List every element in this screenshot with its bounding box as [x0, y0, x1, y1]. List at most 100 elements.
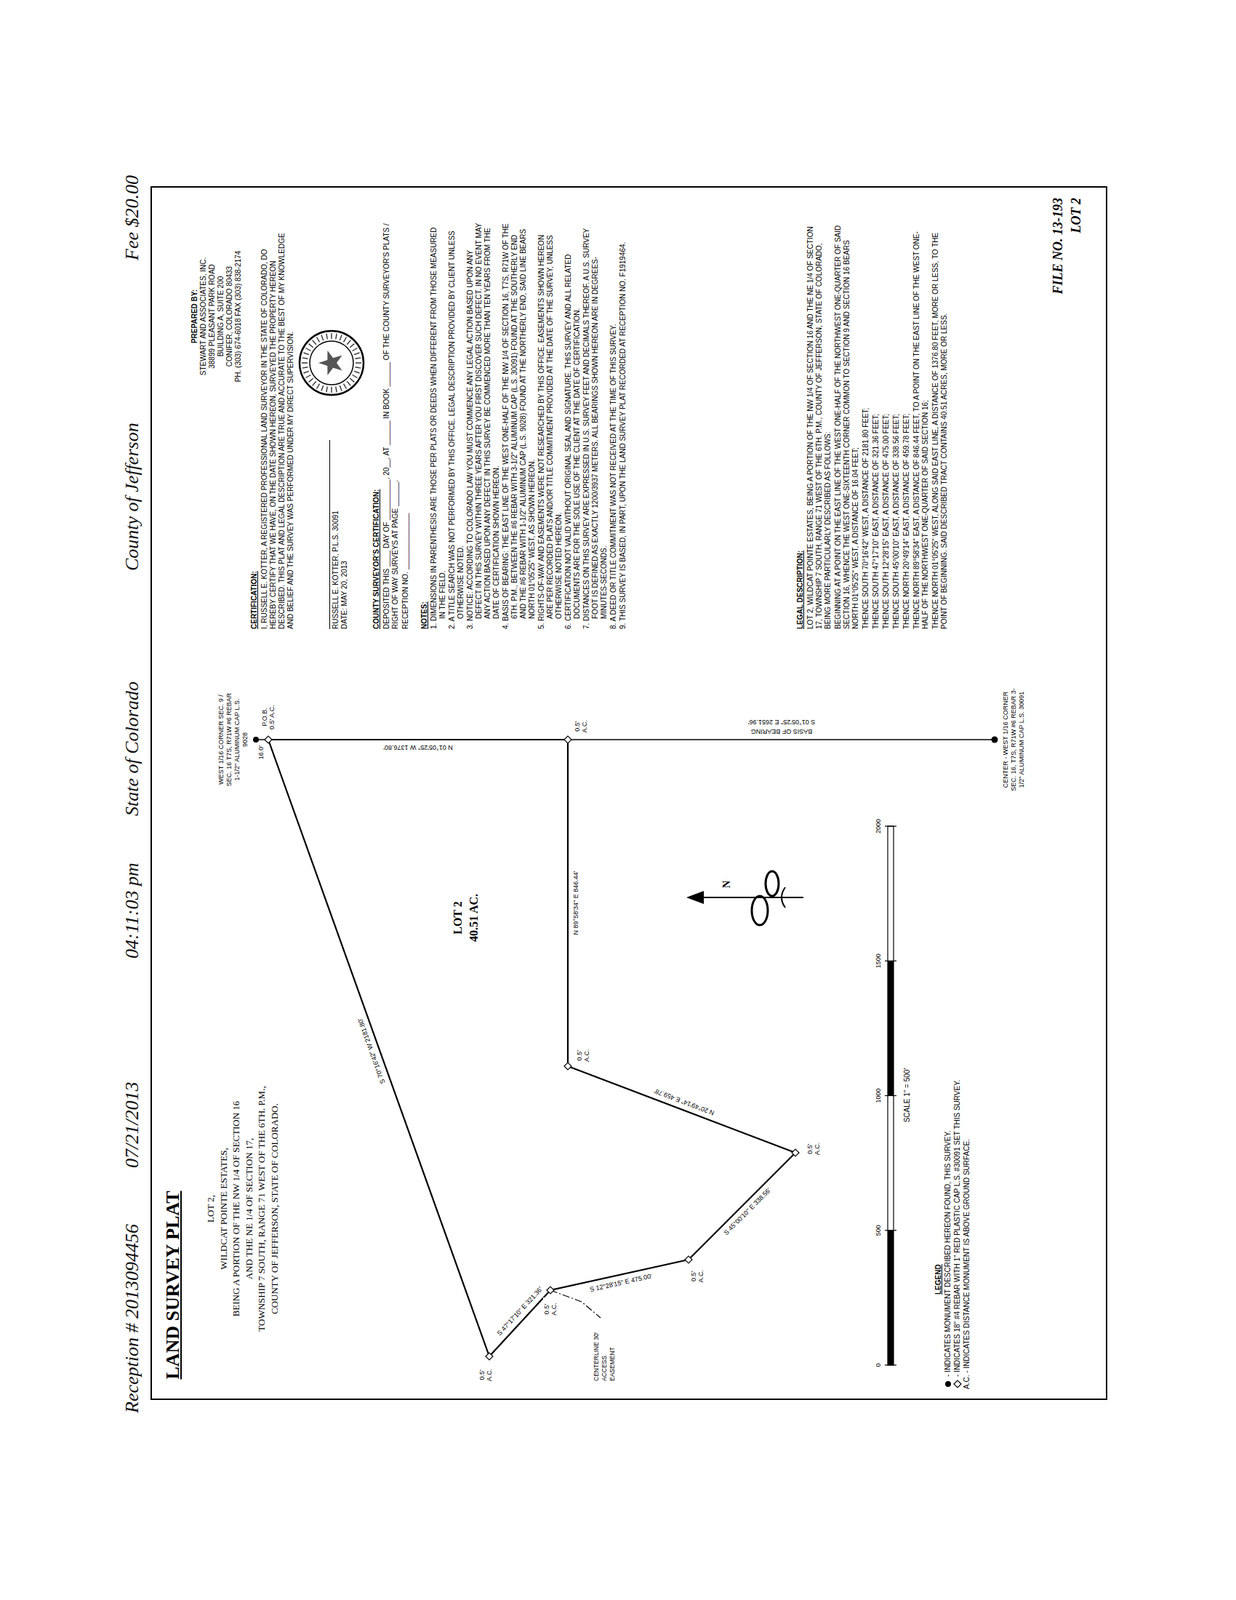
bearing-label: BASIS OF BEARING — [750, 727, 814, 736]
scale-bar — [884, 825, 897, 1365]
scale-tick-label: 0 — [874, 1361, 882, 1367]
set-monument — [485, 1352, 493, 1360]
scale-tick-label: 2000 — [874, 817, 882, 834]
seal-hatching — [321, 385, 324, 392]
signature-block: RUSSELL E. KOTTER, P.L.S. 30091DATE: MAY… — [298, 221, 365, 629]
legal-text: THENCE SOUTH 45°00'10" EAST, A DISTANCE … — [892, 221, 901, 629]
seal-hatching — [316, 336, 320, 342]
subtitle-line: LOT 2, — [205, 1194, 217, 1223]
scale-bar-segment — [887, 1230, 894, 1365]
seal-hatching — [303, 352, 309, 355]
handwritten-note: Fee $20.00 — [121, 175, 144, 261]
firm-line: PH. (303) 674-6018 FAX (303) 838-2174 — [234, 221, 243, 411]
north-arrow-flourish — [781, 887, 786, 908]
seal-hatching — [316, 383, 320, 389]
set-monument — [264, 735, 272, 744]
seal-hatching — [335, 386, 337, 392]
north-arrow — [686, 871, 804, 925]
legal-text: THENCE SOUTH 12°28'15" EAST, A DISTANCE … — [881, 221, 891, 629]
bearing-label: S 47°17'10" E 321.36' — [495, 1284, 545, 1338]
seal-hatching — [309, 378, 314, 382]
found-monument — [253, 736, 259, 743]
seal-hatching — [349, 378, 355, 382]
certification-text: DEPOSITED THIS ____ DAY OF __________, 2… — [382, 221, 400, 629]
legend-heading: LEGEND — [933, 836, 943, 1389]
seal-hatching — [352, 348, 358, 352]
seal-hatching — [305, 348, 311, 352]
easement-label: CENTERLINE 30' ACCESS EASEMENT — [592, 1324, 617, 1382]
note-item: 5. RIGHTS-OF-WAY AND EASEMENTS WERE NOT … — [537, 221, 564, 629]
monument-label: 0.5' A.C. — [543, 1297, 558, 1321]
note-item: 2. A TITLE SEARCH WAS NOT PERFORMED BY T… — [447, 221, 466, 629]
set-monument-symbol — [953, 1378, 962, 1389]
firm-line: PREPARED BY: — [190, 221, 200, 411]
sheet-border — [151, 186, 1107, 1399]
note-item: 8. A DEED OR TITLE COMMITMENT WAS NOT RE… — [609, 221, 618, 629]
seal-hatching — [354, 370, 360, 373]
seal-hatching — [335, 333, 337, 340]
seal-hatching — [354, 367, 361, 368]
seal-hatching — [303, 370, 309, 373]
north-arrow-shaft — [697, 896, 804, 898]
set-monuments — [264, 735, 800, 1360]
section-heading: CERTIFICATION: — [250, 221, 259, 629]
set-monument-symbol — [953, 1379, 962, 1388]
legal-text: THENCE NORTH 20°49'14" EAST, A DISTANCE … — [902, 221, 912, 629]
legend-row: A.C. - INDICATES DISTANCE MONUMENT IS AB… — [961, 836, 972, 1389]
seal-hatching — [301, 362, 308, 363]
found-monument — [991, 736, 999, 744]
legend-row: - INDICATES 18" #4 REBAR WITH 1" RED PLA… — [952, 836, 962, 1389]
note-item: 9. THIS SURVEY IS BASED, IN PART, UPON T… — [618, 221, 628, 629]
text-column: PREPARED BY:STEWART AND ASSOCIATES, INC.… — [190, 221, 628, 629]
firm-line: STEWART AND ASSOCIATES, INC. — [199, 221, 208, 411]
scale-tick-label: 1000 — [874, 1086, 882, 1103]
seal-hatching — [354, 352, 360, 355]
legal-text: THENCE NORTH 89°58'34" EAST, A DISTANCE … — [912, 221, 930, 629]
north-arrow-loop — [751, 895, 768, 925]
scale-tick — [884, 1229, 897, 1231]
note-item: 6. CERTIFICATION NOT VALID WITHOUT ORIGI… — [564, 221, 582, 629]
legal-text: THENCE NORTH 01°05'25" WEST, ALONG SAID … — [931, 221, 949, 629]
monument-label: 0.5' A.C. — [806, 1137, 821, 1161]
seal-hatching — [343, 336, 347, 342]
seal-hatching — [349, 343, 355, 348]
legal-text: THENCE SOUTH 47°17'10" EAST, A DISTANCE … — [871, 221, 881, 629]
seal-hatching — [312, 380, 317, 386]
seal-hatching — [346, 380, 351, 386]
legend-text: - INDICATES 18" #4 REBAR WITH 1" RED PLA… — [952, 1079, 962, 1377]
section-heading: LEGAL DESCRIPTION: — [796, 221, 805, 629]
easement-centerline — [550, 1289, 601, 1318]
subtitle-line: COUNTY OF JEFFERSON, STATE OF COLORADO. — [269, 1102, 281, 1314]
subtitle-line: WILDCAT POINTE ESTATES, — [218, 1147, 230, 1269]
file-number: FILE NO. 13-193 — [1050, 197, 1066, 295]
found-monument-symbol — [943, 1378, 953, 1389]
section-heading: COUNTY SURVEYOR'S CERTIFICATION: — [372, 221, 381, 629]
set-monument — [791, 1148, 800, 1157]
legend-row: - INDICATES MONUMENT DESCRIBED HEREON FO… — [942, 836, 953, 1389]
scale-tick-label: 500 — [874, 1223, 882, 1236]
scale-ticks — [884, 825, 897, 1365]
seal-hatching — [326, 386, 328, 392]
certification-text: RECEPTION NO. ______________ — [401, 221, 411, 629]
seal-hatching — [343, 383, 347, 389]
handwritten-note: Reception # 2013094456 — [121, 1223, 144, 1413]
handwritten-note: State of Colorado — [121, 681, 144, 816]
subtitle-line: TOWNSHIP 7 SOUTH, RANGE 71 WEST OF THE 6… — [255, 1085, 268, 1331]
legend: LEGEND- INDICATES MONUMENT DESCRIBED HER… — [933, 836, 972, 1389]
set-monument — [564, 735, 572, 744]
bearing-label: S 45°00'10" E 338.56' — [721, 1185, 773, 1237]
set-monument — [684, 1255, 693, 1263]
scale-bar-segment — [887, 960, 894, 1095]
seal-hatching — [339, 334, 342, 341]
seal-hatching — [312, 340, 317, 345]
seal-hatching — [326, 333, 328, 340]
monument-label: 0.5' A.C. — [478, 1362, 493, 1386]
legal-text: THENCE SOUTH 70°16'42" WEST, A DISTANCE … — [861, 221, 871, 629]
scale-tick — [884, 825, 897, 826]
corner-note: WEST 1/16 CORNER SEC. 9 / SEC. 16 T7S, R… — [217, 689, 250, 790]
scale-tick-label: 1500 — [874, 952, 882, 969]
seal-hatching — [330, 386, 332, 393]
seal-hatching — [354, 357, 361, 359]
surveyor-name: RUSSELL E. KOTTER, P.L.S. 30091 — [329, 439, 341, 629]
